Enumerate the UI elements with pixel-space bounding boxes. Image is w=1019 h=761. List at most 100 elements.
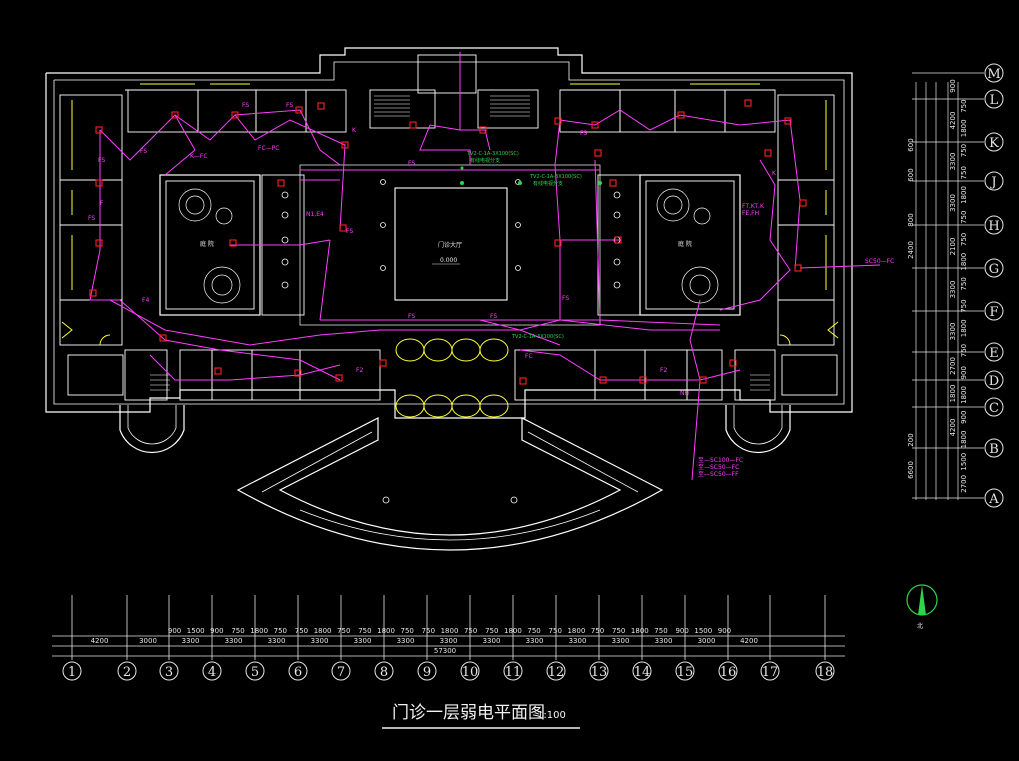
bottom-dim-sub: 1800: [250, 627, 268, 635]
wire-label-nl: N1,E4: [306, 211, 324, 218]
bottom-axis-label: 11: [505, 665, 522, 680]
right-dim-sub: 1500: [960, 453, 968, 471]
bottom-dim-sub: 750: [401, 627, 414, 635]
right-dim-main: 3300: [949, 281, 957, 299]
right-axis-label: D: [989, 374, 999, 389]
right-dim-sub: 1800: [960, 386, 968, 404]
right-dim-outer: 6600: [907, 461, 915, 479]
wire-label-fcpc: FC—PC: [258, 145, 279, 152]
bottom-dim-main: 3300: [569, 637, 587, 645]
wire-label-f2-1: F2: [356, 367, 363, 374]
bottom-axis-bubble: [815, 661, 835, 681]
right-dim-sub: 750: [960, 99, 968, 112]
right-dim-outer: 200: [907, 433, 915, 446]
wire-label-f: F: [100, 200, 104, 207]
wire-label-f4: F4: [142, 297, 149, 304]
right-axis-bubble: [984, 89, 1004, 109]
green-note-4: 有线电视分支: [470, 157, 500, 164]
right-dim-sub: 1800: [960, 431, 968, 449]
right-dim-main: 2700: [949, 357, 957, 375]
wire-label-nh: NH: [680, 390, 689, 397]
right-dimension-system: MLKJHGFEDCBA9004200330033002100330033002…: [907, 63, 1004, 508]
courtyard-label-left: 庭 院: [200, 240, 214, 248]
stairs: [150, 95, 770, 391]
bottom-dim-sub: 900: [718, 627, 731, 635]
wire-label-fs-10: FS: [562, 295, 569, 302]
bottom-axis-label: 5: [251, 665, 259, 680]
wire-label-kfc: K—FC: [190, 153, 208, 160]
bottom-dim-sub: 750: [274, 627, 287, 635]
bottom-axis-bubble: [245, 661, 265, 681]
magenta-note-2: 至—SC50—FC: [698, 464, 739, 471]
bottom-dim-main: 3300: [354, 637, 372, 645]
wire-label-sc50: SC50—FC: [865, 258, 894, 265]
wire-label-k-1: K: [352, 127, 357, 134]
bottom-axis-label: 12: [548, 665, 565, 680]
bottom-dim-sub: 750: [464, 627, 477, 635]
bottom-dim-sub: 1800: [631, 627, 649, 635]
wire-label-f2-2: F2: [660, 367, 667, 374]
wire-label-fs-4: FS: [242, 102, 249, 109]
right-axis-label: K: [989, 136, 999, 151]
bottom-dim-main: 3300: [311, 637, 329, 645]
right-dim-sub: 750: [960, 233, 968, 246]
bottom-dim-sub: 750: [231, 627, 244, 635]
hall-label: 门诊大厅: [438, 241, 462, 249]
bottom-axis-bubble: [718, 661, 738, 681]
wire-label-fs-7: FS: [408, 160, 415, 167]
bottom-dim-sub: 750: [654, 627, 667, 635]
bottom-axis-bubble: [675, 661, 695, 681]
wire-label-fs-11: FS: [580, 130, 587, 137]
right-axis-bubble: [984, 488, 1004, 508]
columns: [281, 179, 621, 504]
right-axis-label: L: [990, 93, 999, 108]
bottom-axis-bubble: [460, 661, 480, 681]
bottom-axis-label: 4: [208, 665, 216, 680]
right-axis-bubble: [984, 438, 1004, 458]
right-axis-label: B: [989, 442, 999, 457]
bottom-dim-main: 3300: [612, 637, 630, 645]
right-dim-main: 900: [949, 79, 957, 92]
magenta-note-3: 至—SC50—FF: [698, 471, 739, 478]
wire-label-fs-1: FS: [98, 157, 105, 164]
bottom-axis-label: 9: [423, 665, 431, 680]
bottom-dim-main: 3300: [483, 637, 501, 645]
wire-label-ftkf: FT,KT,K: [742, 203, 765, 210]
bottom-dim-main: 3300: [182, 637, 200, 645]
magenta-note-1: 至—SC100—FC: [698, 457, 743, 464]
bottom-dim-sub: 900: [168, 627, 181, 635]
green-note-3: TV2-C-1A-3X100(SC): [511, 334, 564, 340]
right-axis-label: C: [989, 401, 999, 416]
north-label: 北: [917, 622, 923, 630]
wire-label-k-2: K: [772, 170, 777, 177]
right-dim-sub: 900: [960, 366, 968, 379]
green-markers: [460, 166, 602, 185]
right-dim-sub: 1800: [960, 186, 968, 204]
right-axis-label: E: [989, 346, 999, 361]
bottom-axis-bubble: [503, 661, 523, 681]
wire-label-fs-6: FS: [346, 228, 353, 235]
right-dim-outer: 800: [907, 213, 915, 226]
bottom-dim-sub: 1800: [567, 627, 585, 635]
bottom-dim-sub: 750: [422, 627, 435, 635]
right-dim-sub: 1800: [960, 319, 968, 337]
right-axis-bubble: [984, 370, 1004, 390]
bottom-axis-label: 6: [294, 665, 302, 680]
right-dim-main: 1800: [949, 385, 957, 403]
bottom-axis-label: 10: [462, 665, 479, 680]
bottom-axis-label: 1: [68, 665, 76, 680]
right-dim-sub: 2700: [960, 475, 968, 493]
bottom-axis-bubble: [159, 661, 179, 681]
right-axis-label: M: [987, 67, 1000, 82]
bottom-axis-label: 8: [380, 665, 388, 680]
courtyard-label-right: 庭 院: [678, 240, 692, 248]
bottom-dim-sub: 1500: [694, 627, 712, 635]
bottom-dim-sub: 1800: [504, 627, 522, 635]
wire-label-fefh: FE,FH: [742, 210, 759, 217]
wiring-devices: [89, 99, 807, 385]
right-dim-main: 3300: [949, 323, 957, 341]
wire-label-fs-8: FS: [408, 313, 415, 320]
right-axis-bubble: [984, 215, 1004, 235]
doors-windows: [61, 83, 839, 418]
